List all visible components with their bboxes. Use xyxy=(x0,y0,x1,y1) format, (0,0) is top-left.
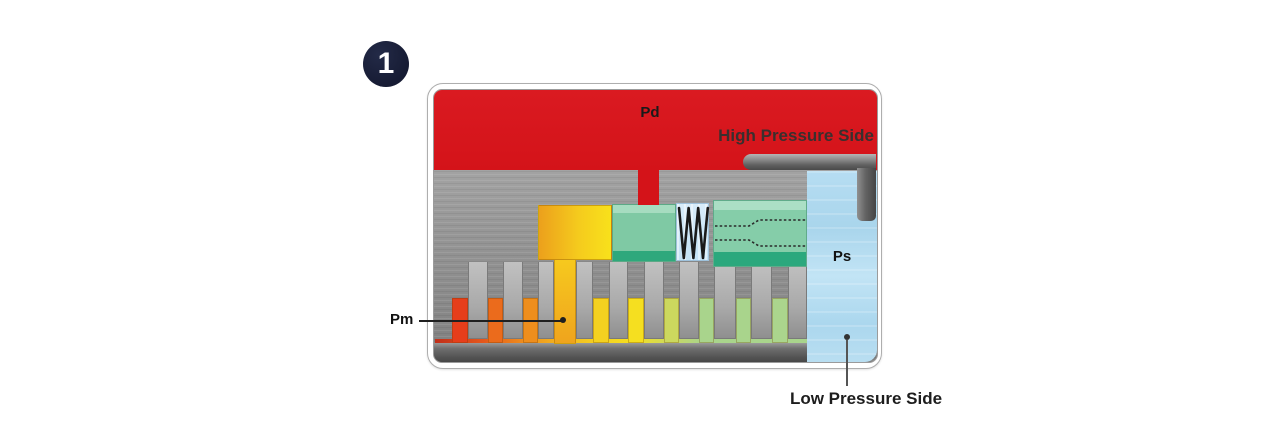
pressure-tooth xyxy=(664,298,679,343)
gray-tooth xyxy=(503,262,523,339)
diagram-panel: Pd High Pressure Side Ps xyxy=(427,83,882,369)
gray-tooth xyxy=(538,262,554,339)
low-pressure-side-label: Low Pressure Side xyxy=(789,389,943,408)
pressure-tooth xyxy=(593,298,609,343)
gray-tooth xyxy=(644,262,664,339)
valve-spring-chamber xyxy=(676,203,710,261)
discharge-pipe-horizontal xyxy=(743,154,876,170)
pressure-tooth xyxy=(736,298,751,343)
sleeve-highlight xyxy=(613,205,675,213)
gray-tooth xyxy=(576,262,593,339)
gray-tooth xyxy=(714,262,736,339)
compressor-body: Pd High Pressure Side Ps xyxy=(433,89,878,363)
low-pressure-leader-line xyxy=(846,340,848,386)
pressure-tooth xyxy=(628,298,644,343)
sleeve-shadow xyxy=(714,252,806,266)
gray-tooth xyxy=(751,262,772,339)
base-plate xyxy=(434,343,807,362)
spring-icon xyxy=(677,206,710,260)
pm-leader-line xyxy=(419,320,564,322)
gray-tooth xyxy=(468,262,488,339)
step-badge: 1 xyxy=(363,41,409,87)
gray-tooth xyxy=(679,262,699,339)
valve-sleeve-left xyxy=(612,204,676,262)
valve-sleeve-right xyxy=(713,200,807,267)
valve-stem xyxy=(554,260,576,344)
discharge-channel xyxy=(638,169,659,205)
sleeve-highlight xyxy=(714,201,806,210)
high-pressure-side-label: High Pressure Side xyxy=(718,126,874,145)
pm-leader-dot xyxy=(560,317,566,323)
pressure-tooth xyxy=(699,298,714,343)
pd-label: Pd xyxy=(640,104,660,121)
low-pressure-leader-dot xyxy=(844,334,850,340)
ps-label: Ps xyxy=(832,248,852,265)
discharge-pipe-vertical xyxy=(857,168,876,221)
pm-label: Pm xyxy=(390,311,414,328)
gray-tooth xyxy=(788,262,807,339)
gray-tooth xyxy=(609,262,628,339)
nozzle-dashed-lines xyxy=(715,219,806,247)
labyrinth-floor-channel xyxy=(435,339,807,343)
valve-piston xyxy=(538,205,612,260)
sleeve-shadow xyxy=(613,251,675,261)
pressure-tooth xyxy=(772,298,788,343)
